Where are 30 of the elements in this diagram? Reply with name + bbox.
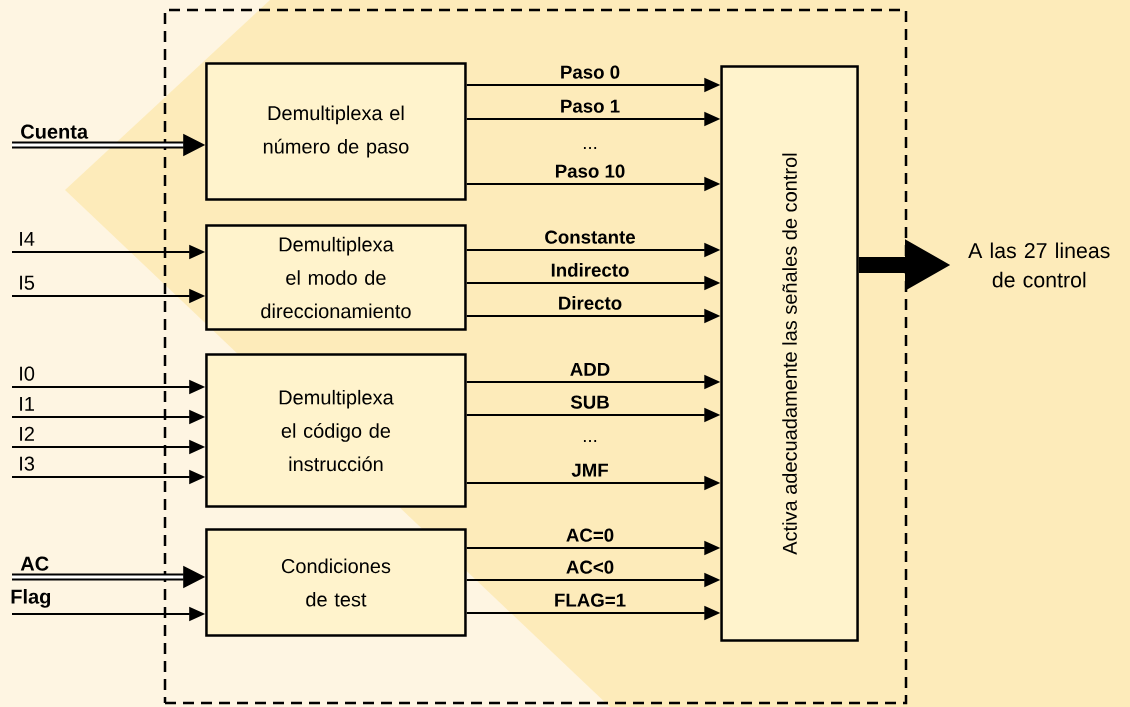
signal-label: I4: [20, 232, 35, 246]
signal-label: Paso 10: [556, 164, 625, 178]
output-text: A las 27 lineas de control: [968, 242, 1110, 288]
process-box: Demultiplexa el número de paso: [205, 62, 467, 201]
signal-label: Directo: [559, 296, 622, 310]
signal-label: I3: [20, 456, 35, 471]
signal-label: SUB: [570, 395, 609, 409]
signal-label: AC<0: [566, 560, 614, 574]
signal-label: I0: [20, 366, 35, 381]
signal-label: I5: [20, 275, 35, 290]
signal-label: Indirecto: [551, 263, 629, 277]
signal-label: FLAG=1: [555, 593, 626, 607]
process-box: Demultiplexa el modo de direccionamiento: [205, 224, 467, 331]
signal-label: Flag: [11, 589, 51, 608]
signal-label: Paso 1: [561, 99, 620, 113]
control-box: Activa adecuadamente las señales de control: [720, 65, 859, 642]
signal-label: ADD: [570, 362, 610, 376]
signal-label: I1: [20, 397, 34, 411]
signal-label: Paso 0: [561, 65, 620, 79]
signal-label: JMF: [571, 463, 608, 477]
dashed-boundary: [163, 8, 908, 705]
signal-label: Constante: [545, 230, 635, 244]
signal-label: Cuenta: [21, 124, 89, 139]
process-box: Condiciones de test: [205, 528, 467, 637]
signal-label: I2: [20, 426, 34, 441]
process-box: Demultiplexa el código de instrucción: [205, 353, 467, 508]
signal-label: AC: [20, 556, 49, 571]
ellipsis-label: ...: [583, 440, 597, 442]
signal-label: AC=0: [566, 528, 614, 542]
ellipsis-label: ...: [583, 147, 597, 149]
